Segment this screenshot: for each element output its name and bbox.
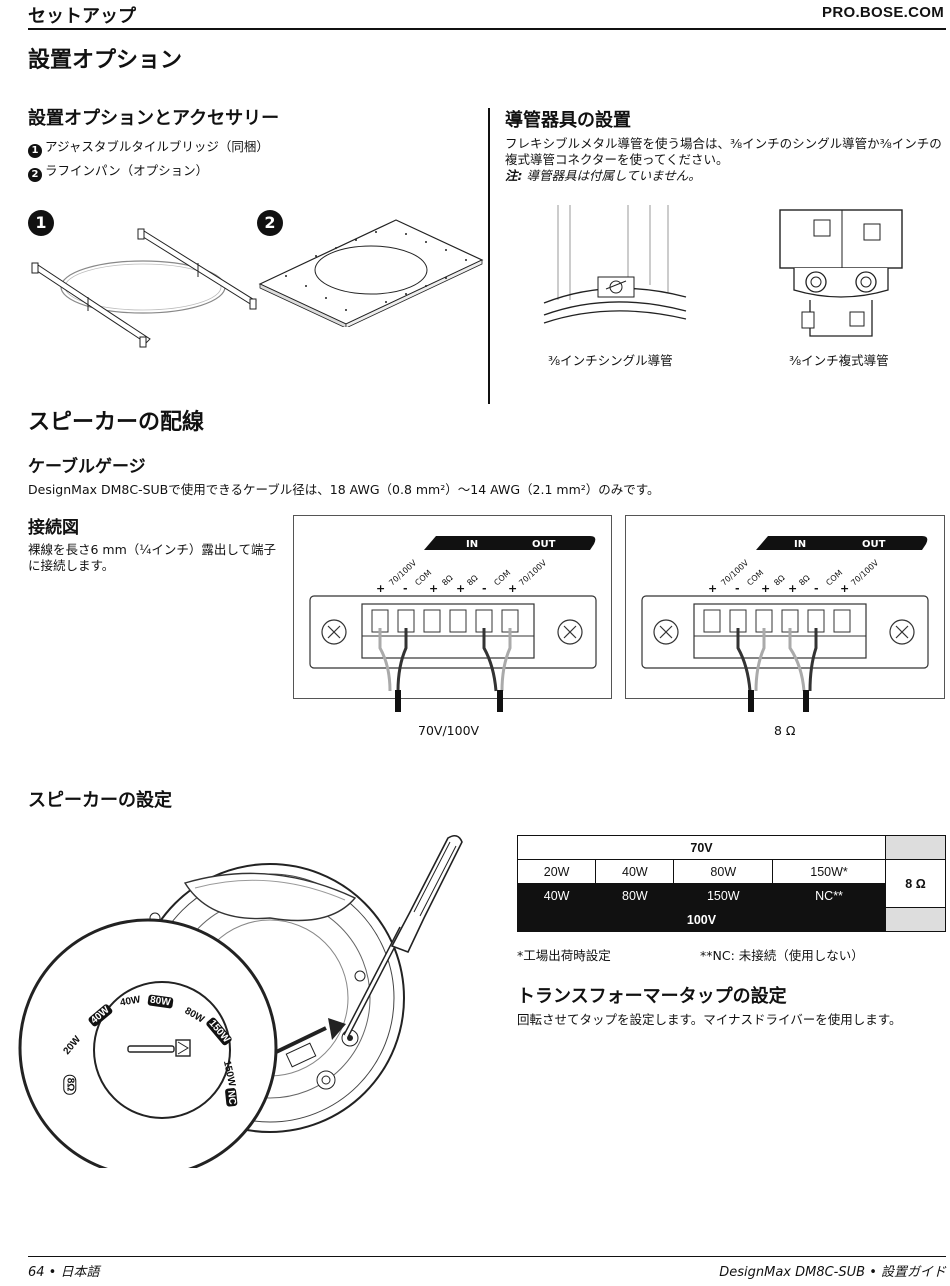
accessory-item-2-label: ラフインパン（オプション） (45, 163, 209, 178)
tap-100v-3: 150W (673, 883, 774, 908)
sign-2-6: + (840, 582, 849, 595)
cable-gauge-text: DesignMax DM8C-SUBで使用できるケーブル径は、18 AWG（0.… (28, 482, 660, 497)
conduit-line-2: 複式導管コネクターを使ってください。 (505, 152, 729, 167)
connection-line-2: に接続します。 (28, 558, 115, 573)
term-label-3: 8Ω (440, 573, 454, 587)
conduit-note: 注: 導管器具は付属していません。 (505, 168, 950, 184)
term-label-6: 70/100V (517, 558, 548, 588)
page-number: 64 • 日本語 (28, 1265, 100, 1280)
label-out: OUT (532, 539, 556, 550)
connection-text: 裸線を長さ6 mm（¼インチ）露出して端子 に接続します。 (28, 542, 278, 574)
caption-8ohm: 8 Ω (774, 723, 796, 738)
connection-line-1: 裸線を長さ6 mm（¼インチ）露出して端子 (28, 542, 277, 557)
tap-table: 70V 20W 40W 80W 150W* 8 Ω 40W 80W 150W N… (516, 835, 946, 932)
sign-2-1: + (708, 582, 717, 595)
term-label-2-6: 70/100V (849, 558, 880, 588)
speaker-tap-illustration (18, 834, 463, 1168)
conduit-title: 導管器具の設置 (505, 110, 631, 131)
sign-2-4: + (788, 582, 797, 595)
label-in-2: IN (794, 539, 806, 550)
connection-title: 接続図 (28, 518, 79, 538)
header-divider (28, 28, 946, 30)
tap-70v-1: 20W (516, 859, 597, 884)
tap-setting-text: 回転させてタップを設定します。マイナスドライバーを使用します。 (517, 1012, 902, 1027)
rough-in-pan-illustration (258, 219, 484, 327)
sign-2-5: - (814, 582, 819, 595)
dial-label-nc: NC (224, 1087, 238, 1108)
note-label: 注: (505, 168, 523, 183)
figure-number-2: 2 (257, 210, 283, 236)
tap-footer-100v: 100V (517, 907, 886, 932)
conduit-description: フレキシブルメタル導管を使う場合は、⅜インチのシングル導管か⅜インチの 複式導管… (505, 136, 950, 184)
term-label-2-4: 8Ω (797, 573, 811, 587)
dual-conduit-illustration (779, 209, 903, 337)
number-1-icon: 1 (28, 144, 42, 158)
accessory-item-1-label: アジャスタブルタイルブリッジ（同梱） (45, 139, 269, 154)
note-factory-default: *工場出荷時設定 (517, 948, 611, 963)
section-title: セットアップ (28, 6, 136, 27)
tap-100v-4: NC** (772, 883, 886, 908)
tap-setting-title: トランスフォーマータップの設定 (517, 986, 787, 1007)
cable-gauge-title: ケーブルゲージ (28, 457, 146, 477)
tap-100v-2: 80W (595, 883, 675, 908)
tap-70v-3: 80W (673, 859, 774, 884)
tap-ohm: 8 Ω (885, 859, 946, 908)
sign-2: - (403, 582, 408, 595)
number-2-icon: 2 (28, 168, 42, 182)
sign-2-3: + (761, 582, 770, 595)
wiring-diagram-8ohm: IN OUT 70/100V COM 8Ω 8Ω COM 70/100V + -… (625, 515, 945, 699)
wiring-title: スピーカーの配線 (28, 410, 205, 435)
wire-ends-70v (395, 690, 503, 712)
label-in: IN (466, 539, 478, 550)
note-nc: **NC: 未接続（使用しない） (700, 948, 864, 963)
tap-70v-2: 40W (595, 859, 675, 884)
single-conduit-illustration (543, 205, 687, 324)
tap-70v-4: 150W* (772, 859, 886, 884)
tap-gray-top (885, 835, 946, 860)
speaker-settings-title: スピーカーの設定 (28, 790, 172, 811)
caption-70v: 70V/100V (418, 723, 480, 738)
wire-ends-8ohm (748, 690, 809, 712)
caption-single-conduit: ⅜インチシングル導管 (548, 353, 673, 368)
dial-label-8ohm: 8Ω (63, 1074, 77, 1095)
sign-5: - (482, 582, 487, 595)
caption-dual-conduit: ⅜インチ複式導管 (789, 353, 889, 368)
sign-1: + (376, 582, 385, 595)
figure-number-1: 1 (28, 210, 54, 236)
footer-divider (28, 1256, 946, 1257)
tap-100v-1: 40W (516, 883, 597, 908)
install-options-title: 設置オプション (28, 48, 183, 73)
site-url[interactable]: PRO.BOSE.COM (822, 4, 944, 21)
tile-bridge-illustration (31, 228, 257, 348)
sign-6: + (508, 582, 517, 595)
label-out-2: OUT (862, 539, 886, 550)
tap-header-70v: 70V (517, 835, 886, 860)
sign-3: + (429, 582, 438, 595)
wiring-diagram-70v: IN OUT 70/100V COM 8Ω 8Ω COM 70/100V + -… (293, 515, 612, 699)
accessories-title: 設置オプションとアクセサリー (28, 108, 280, 129)
sign-4: + (456, 582, 465, 595)
term-label-2-3: 8Ω (772, 573, 786, 587)
conduit-line-1: フレキシブルメタル導管を使う場合は、⅜インチのシングル導管か⅜インチの (505, 136, 942, 151)
sign-2-2: - (735, 582, 740, 595)
column-divider (488, 108, 490, 404)
document-title: DesignMax DM8C-SUB • 設置ガイド (719, 1265, 946, 1280)
note-text: 導管器具は付属していません。 (522, 168, 701, 183)
tap-gray-bottom (885, 907, 946, 932)
term-label-4: 8Ω (465, 573, 479, 587)
